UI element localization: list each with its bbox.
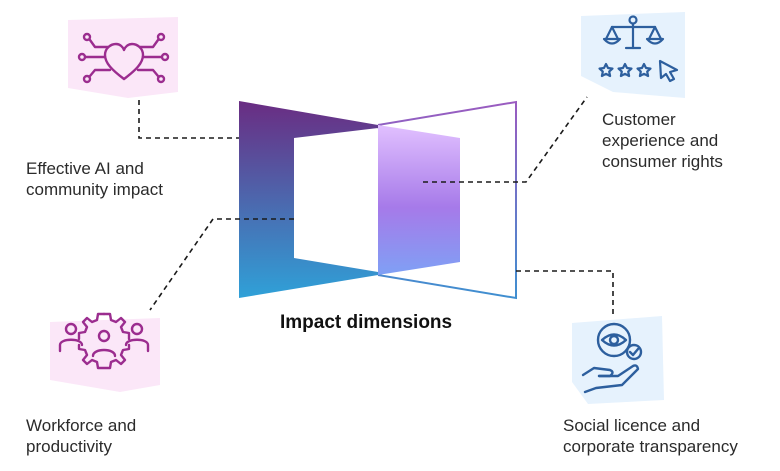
scales-rating-icon (598, 15, 679, 83)
heart-circuit-icon (77, 32, 170, 84)
label-customer: Customer experience and consumer rights (602, 109, 723, 172)
connectors (138, 96, 614, 318)
right-panel (378, 125, 460, 275)
connector-social (516, 270, 614, 318)
icon-bg-social (572, 316, 664, 404)
label-line: Social licence and (563, 416, 701, 435)
center-window-shape (239, 100, 517, 300)
label-line: productivity (26, 437, 112, 456)
icon-bg-ai-community (68, 17, 178, 98)
center-title: Impact dimensions (280, 312, 453, 333)
icon-bg-workforce (50, 318, 160, 392)
connector-ai-community (138, 100, 239, 139)
eye-hand-check-icon (581, 322, 643, 394)
left-panel (239, 101, 378, 298)
connector-customer (423, 96, 588, 183)
label-line: community impact (26, 180, 163, 199)
connector-workforce (149, 218, 294, 311)
label-line: Workforce and (26, 416, 137, 435)
label-line: Effective AI and (26, 159, 144, 178)
label-workforce: Workforce and productivity (26, 415, 136, 457)
label-social: Social licence and corporate transparenc… (563, 415, 738, 457)
label-ai-community: Effective AI and community impact (26, 158, 163, 200)
team-gear-icon (58, 312, 150, 370)
label-line: corporate transparency (563, 437, 738, 456)
label-line: experience and (602, 131, 719, 150)
label-line: Customer (602, 110, 676, 129)
label-line: consumer rights (602, 152, 723, 171)
right-frame-outline (377, 100, 517, 300)
